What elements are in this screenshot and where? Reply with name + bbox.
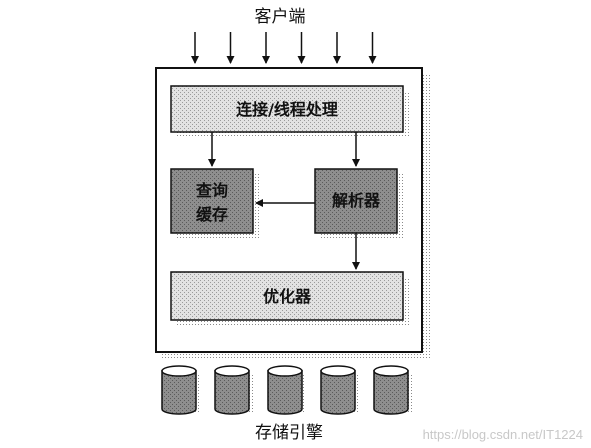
query-cache-label-line2: 缓存	[195, 205, 228, 224]
storage-engines	[161, 365, 412, 415]
optimizer-label: 优化器	[263, 287, 312, 306]
client-arrows	[191, 32, 377, 64]
storage-label: 存储引擎	[255, 423, 323, 443]
storage-engine-cylinder	[161, 365, 200, 415]
storage-engine-cylinder	[320, 365, 359, 415]
storage-engine-cylinder	[267, 365, 306, 415]
parser-box	[314, 168, 398, 234]
connection-box	[170, 85, 404, 133]
query-cache-label-line1: 查询	[196, 181, 228, 200]
query-cache-box	[170, 168, 254, 234]
watermark: https://blog.csdn.net/IT1224	[422, 427, 583, 442]
connection-label: 连接/线程处理	[236, 100, 338, 119]
optimizer-box	[170, 271, 404, 321]
storage-engine-cylinder	[373, 365, 412, 415]
storage-engine-cylinder	[214, 365, 253, 415]
client-label: 客户端	[255, 7, 306, 27]
parser-label: 解析器	[332, 191, 381, 210]
